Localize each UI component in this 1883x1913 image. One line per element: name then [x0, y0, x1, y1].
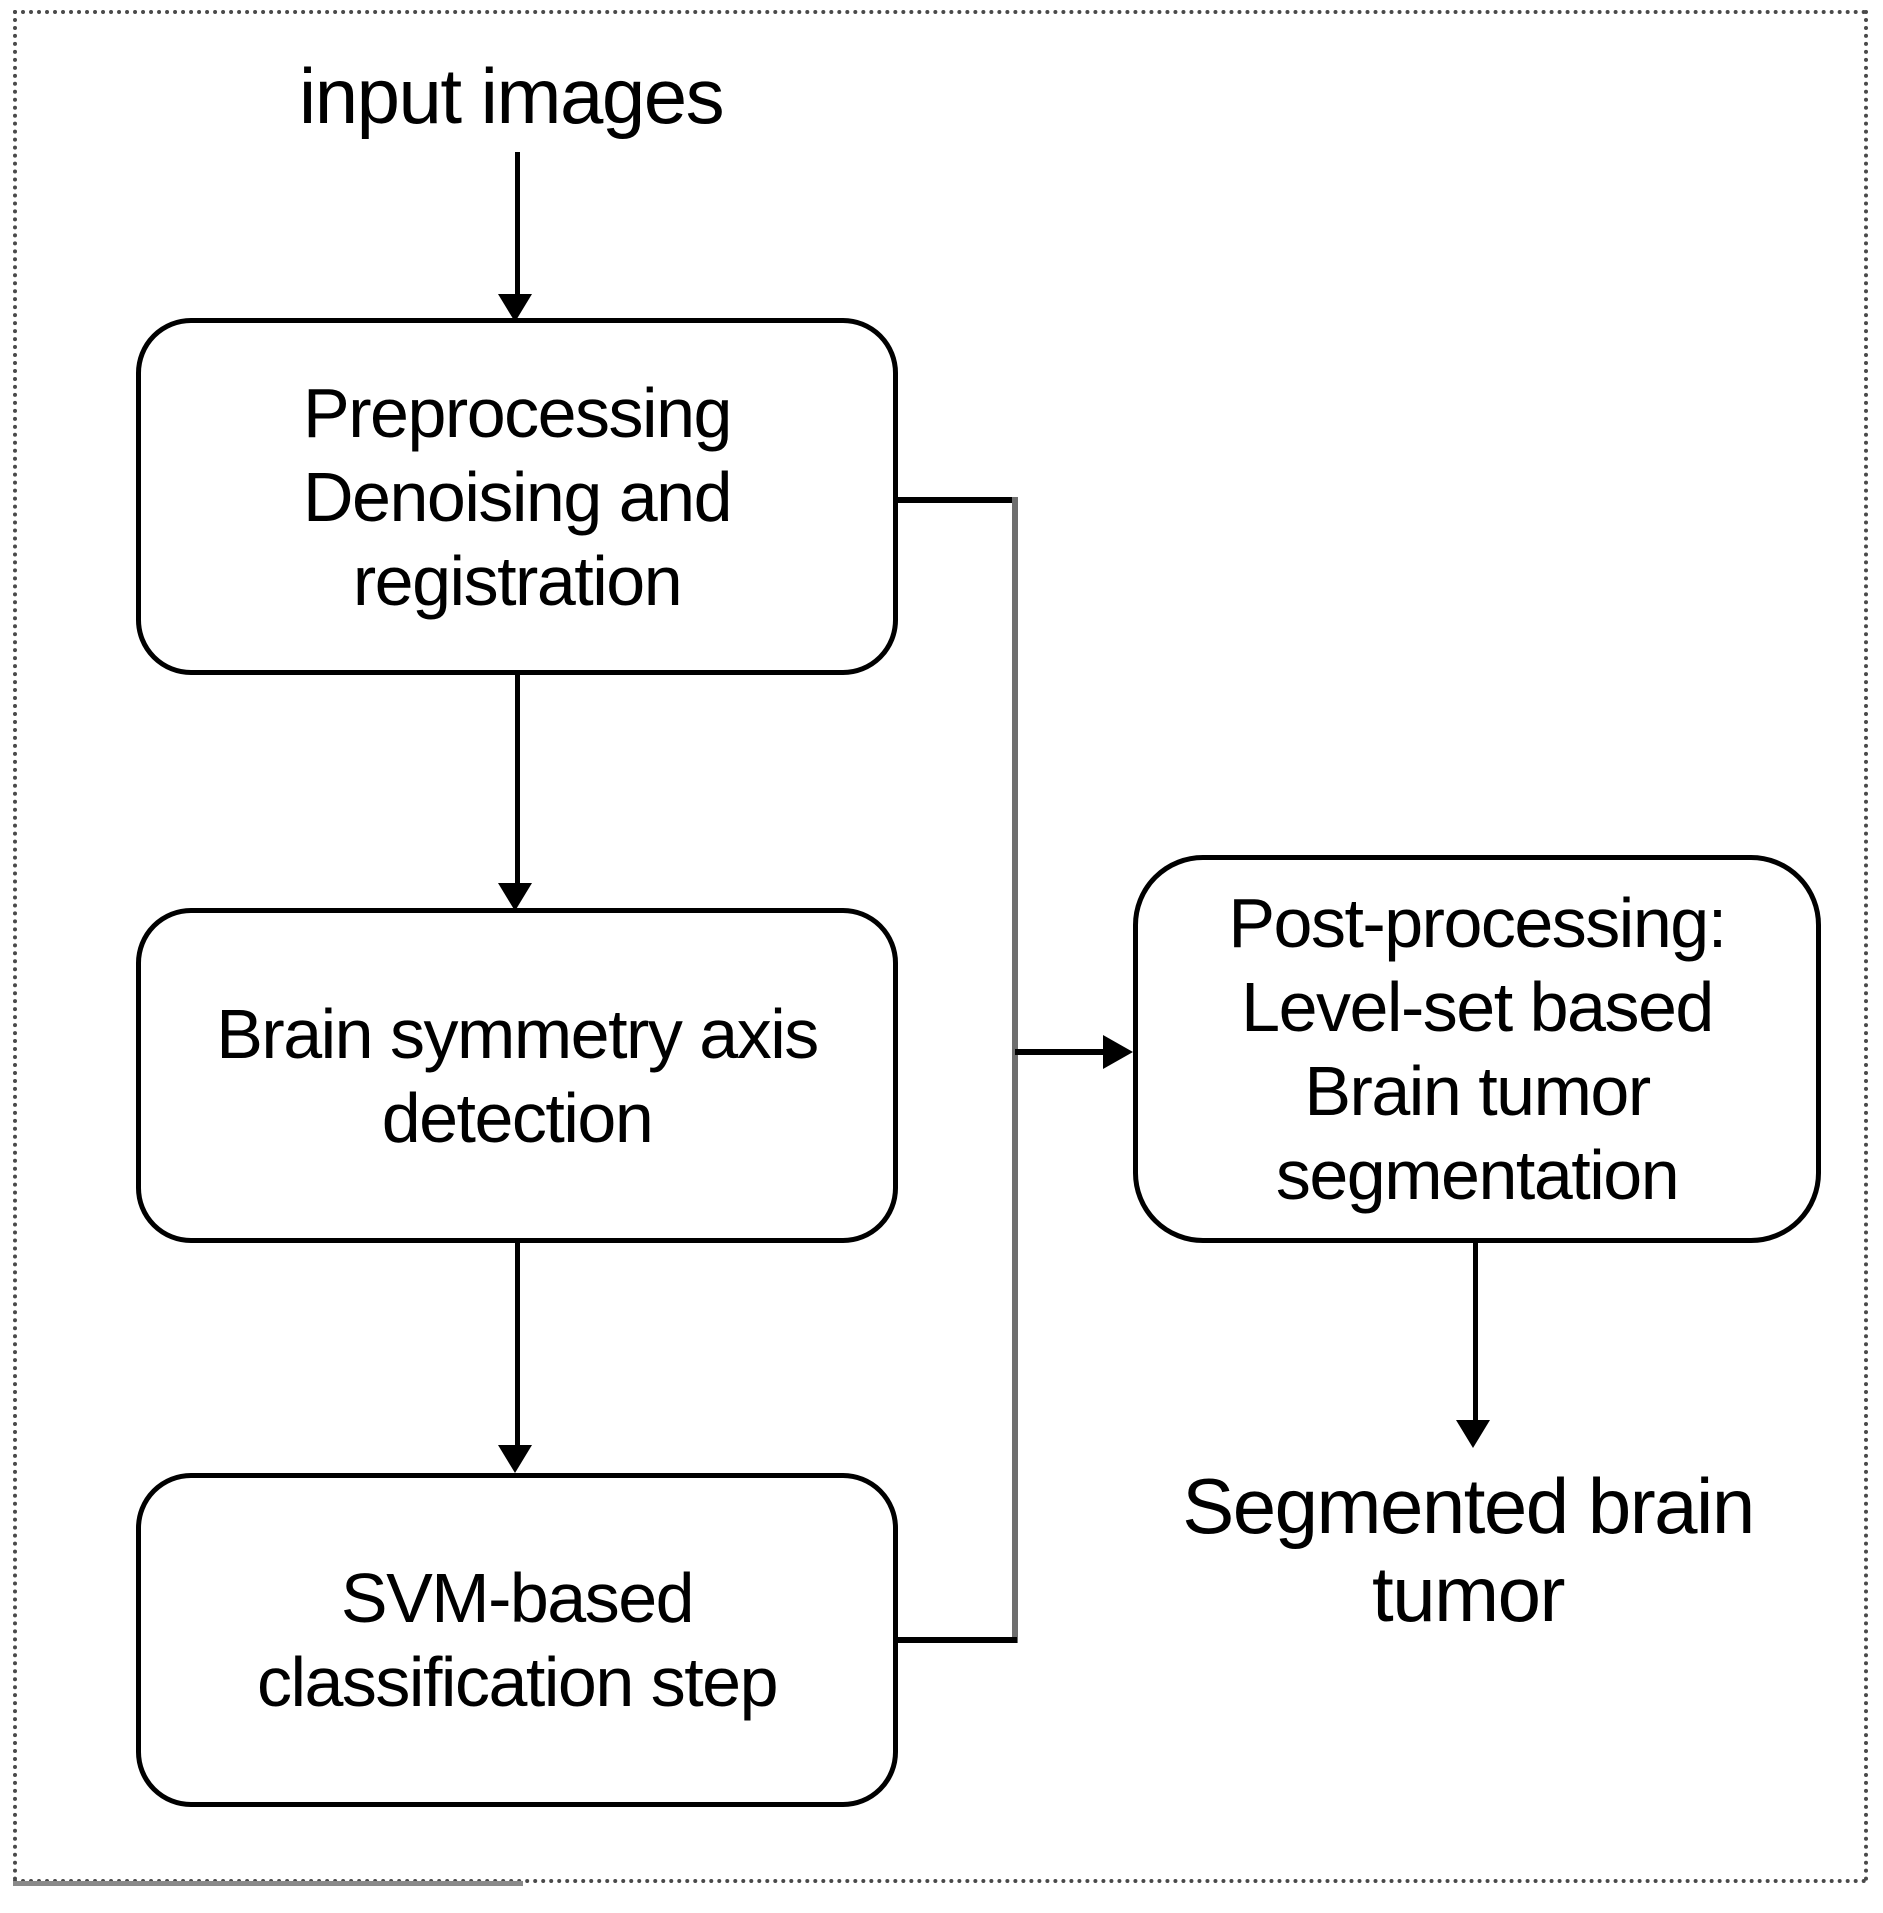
input-images-label: input images [298, 52, 725, 140]
segmented-tumor-label: Segmented brain tumor [1182, 1462, 1755, 1638]
node-postprocessing: Post-processing: Level-set based Brain t… [1133, 855, 1821, 1243]
arrow-preprocessing-to-symmetry-shaft [515, 675, 520, 883]
arrow-down-icon [1456, 1420, 1490, 1448]
arrow-down-icon [498, 883, 532, 911]
arrow-right-icon [1103, 1035, 1133, 1069]
connector-vertical-line [1012, 497, 1018, 1643]
arrow-down-icon [498, 1445, 532, 1473]
node-brain-symmetry: Brain symmetry axis detection [136, 908, 898, 1243]
border-artifact-line [13, 1881, 523, 1886]
connector-preprocessing-branch [896, 497, 1017, 503]
arrow-merge-to-postprocessing-shaft [1015, 1049, 1103, 1055]
node-preprocessing-label: Preprocessing Denoising and registration [302, 373, 733, 620]
arrow-symmetry-to-svm-shaft [515, 1243, 520, 1445]
node-svm-classification: SVM-based classification step [136, 1473, 898, 1807]
arrow-input-to-preprocessing-shaft [515, 152, 520, 294]
connector-svm-branch [896, 1637, 1017, 1643]
node-postprocessing-label: Post-processing: Level-set based Brain t… [1228, 884, 1727, 1214]
figure-dotted-border [13, 10, 1868, 1883]
node-brain-symmetry-label: Brain symmetry axis detection [216, 994, 819, 1157]
node-preprocessing: Preprocessing Denoising and registration [136, 318, 898, 675]
arrow-down-icon [498, 294, 532, 322]
arrow-postprocessing-to-output-shaft [1473, 1243, 1478, 1420]
node-svm-classification-label: SVM-based classification step [256, 1559, 779, 1721]
